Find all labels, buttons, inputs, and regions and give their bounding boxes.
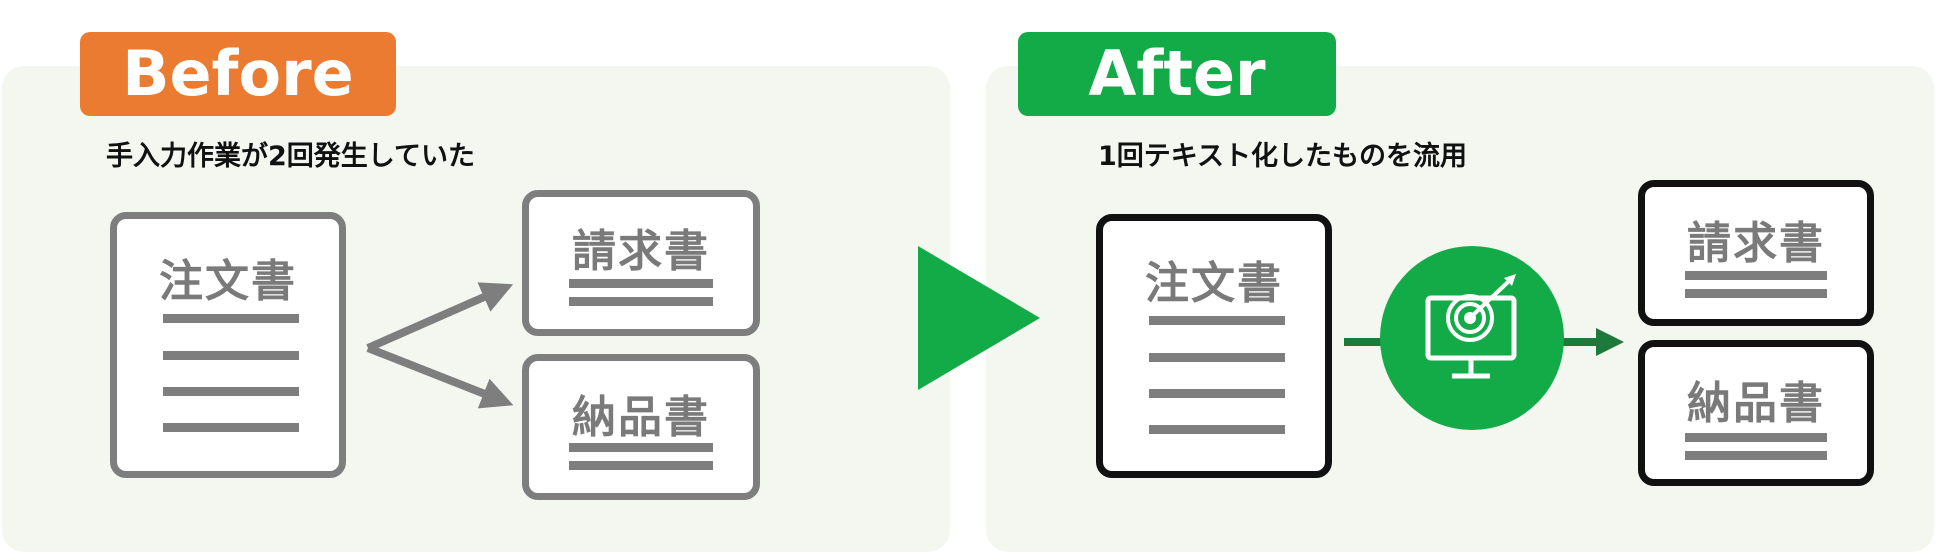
after-invoice-document-title: 請求書: [1687, 218, 1825, 269]
text-line: [569, 443, 713, 452]
before-source-document: 注文書: [110, 212, 346, 478]
after-source-document-title: 注文書: [1145, 258, 1283, 309]
text-line: [1685, 433, 1827, 442]
play-triangle-icon: [918, 246, 1040, 390]
text-line: [569, 279, 713, 288]
after-tab-label: After: [1088, 37, 1266, 110]
before-caption: 手入力作業が2回発生していた: [106, 141, 475, 172]
text-line: [1149, 425, 1285, 434]
before-invoice-document-title: 請求書: [572, 226, 710, 277]
before-tab-label: Before: [122, 37, 354, 110]
text-line: [163, 423, 299, 432]
before-delivery-document: 納品書: [522, 354, 760, 500]
text-line: [1149, 389, 1285, 398]
after-delivery-document-title: 納品書: [1687, 378, 1825, 429]
text-line: [163, 387, 299, 396]
text-line: [1149, 353, 1285, 362]
text-line: [163, 314, 299, 323]
text-line: [1685, 289, 1827, 298]
text-line: [1149, 316, 1285, 325]
text-line: [163, 351, 299, 360]
after-caption: 1回テキスト化したものを流用: [1098, 141, 1467, 172]
monitor-target-icon: [1380, 246, 1564, 430]
text-line: [569, 297, 713, 306]
arrow-head-icon: [1596, 328, 1624, 356]
text-line: [1685, 451, 1827, 460]
arrow-to-delivery: [366, 344, 514, 409]
before-invoice-document: 請求書: [522, 190, 760, 336]
text-line: [1685, 271, 1827, 280]
before-tab: Before: [80, 32, 396, 116]
after-tab: After: [1018, 32, 1336, 116]
after-delivery-document: 納品書: [1638, 340, 1874, 486]
text-line: [569, 461, 713, 470]
after-source-document: 注文書: [1096, 214, 1332, 478]
fork-arrow: [366, 282, 514, 409]
after-invoice-document: 請求書: [1638, 180, 1874, 326]
arrow-to-invoice: [366, 282, 514, 352]
before-source-document-title: 注文書: [159, 256, 297, 307]
before-delivery-document-title: 納品書: [572, 392, 710, 443]
